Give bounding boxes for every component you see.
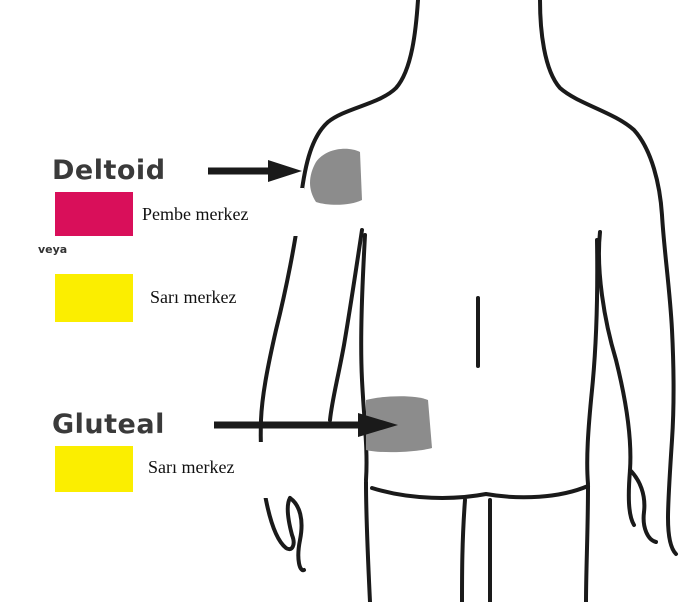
pink-center-caption: Pembe merkez <box>142 205 248 223</box>
gluteal-label: Gluteal <box>52 411 165 438</box>
torso-left <box>361 235 366 480</box>
or-label: veya <box>38 244 67 255</box>
leg-left <box>366 482 370 602</box>
torso-right <box>587 240 597 484</box>
right-hand <box>630 470 656 542</box>
deltoid-arrow-head <box>268 160 302 182</box>
right-arm-inner <box>599 232 634 525</box>
yellow-center-caption-1: Sarı merkez <box>150 288 236 306</box>
deltoid-area <box>310 149 362 205</box>
pink-swatch <box>55 192 133 236</box>
yellow-swatch-2 <box>55 446 133 492</box>
deltoid-label: Deltoid <box>52 157 166 184</box>
leg-right <box>586 486 588 602</box>
yellow-center-caption-2: Sarı merkez <box>148 458 234 476</box>
buttocks-line <box>372 486 588 498</box>
left-arm-inner <box>330 230 362 420</box>
yellow-swatch-1 <box>55 274 133 322</box>
body-silhouette <box>261 0 676 554</box>
leg-gap <box>462 500 490 602</box>
